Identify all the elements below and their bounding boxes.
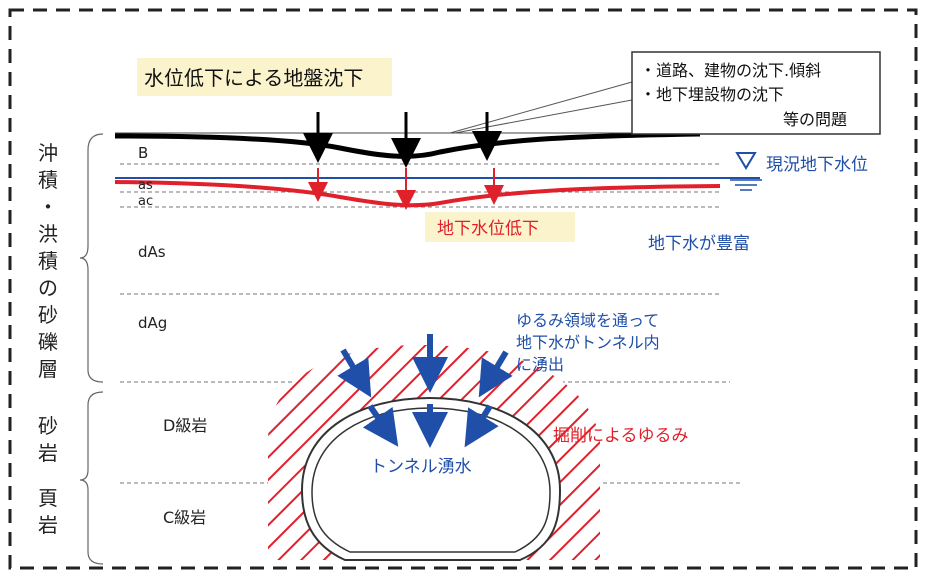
layer-ac-label: ac	[138, 194, 153, 209]
left-brackets	[79, 133, 104, 565]
bracket-char: 積	[38, 249, 58, 273]
layer-B-label: B	[138, 144, 148, 162]
water-drop-label: 地下水位低下	[437, 219, 539, 239]
bracket-char: 積	[38, 168, 58, 192]
layer-dAg-label: dAg	[138, 314, 167, 332]
problems-box	[631, 51, 881, 135]
water-drop-arrows	[308, 168, 504, 210]
outer-dashed-frame	[8, 8, 918, 570]
subsidence-title-bg	[137, 58, 392, 96]
abundant-water-label: 地下水が豊富	[648, 234, 750, 254]
bracket-char: 礫	[38, 330, 58, 354]
subsidence-arrows	[303, 112, 502, 168]
bracket-char: 砂	[38, 303, 58, 327]
bracket-char: 岩	[38, 513, 58, 537]
water-drop-bg	[425, 212, 575, 242]
water-level-symbol	[730, 152, 762, 191]
layer-D-label: D級岩	[163, 416, 207, 435]
bracket-char: 岩	[38, 441, 58, 465]
layer-as-label: as	[138, 178, 153, 193]
layer-C-label: C級岩	[163, 508, 206, 527]
bracket-char: 沖	[38, 141, 58, 165]
problems-line3: 等の問題	[783, 110, 847, 129]
loosening-line2: 地下水がトンネル内	[516, 333, 660, 352]
bracket-char: 層	[38, 357, 58, 381]
problems-line1: ・道路、建物の沈下.傾斜	[640, 61, 821, 80]
inflow-arrows	[337, 334, 513, 448]
callout-lines	[449, 81, 633, 134]
layer-dAs-label: dAs	[138, 243, 166, 261]
loosening-line1: ゆるみ領域を通って	[516, 311, 659, 330]
bracket-char: ・	[38, 195, 58, 219]
bracket-char: 頁	[38, 486, 58, 510]
current-water-level-label: 現況地下水位	[766, 155, 868, 175]
loosening-line3: に湧出	[516, 355, 564, 374]
lowered-water-table	[114, 180, 721, 208]
tunnel-water-label: トンネル湧水	[370, 457, 472, 477]
problems-line2: ・地下埋設物の沈下	[640, 85, 784, 104]
excavation-loosening-label: 掘削によるゆるみ	[553, 426, 689, 446]
bracket-char: の	[38, 276, 58, 300]
bracket-char: 洪	[38, 222, 58, 246]
bracket-lower-top-label: 砂岩	[38, 414, 58, 465]
bracket-lower-bottom-label: 頁岩	[38, 486, 58, 537]
bracket-char: 砂	[38, 414, 58, 438]
subsidence-title: 水位低下による地盤沈下	[144, 66, 363, 90]
